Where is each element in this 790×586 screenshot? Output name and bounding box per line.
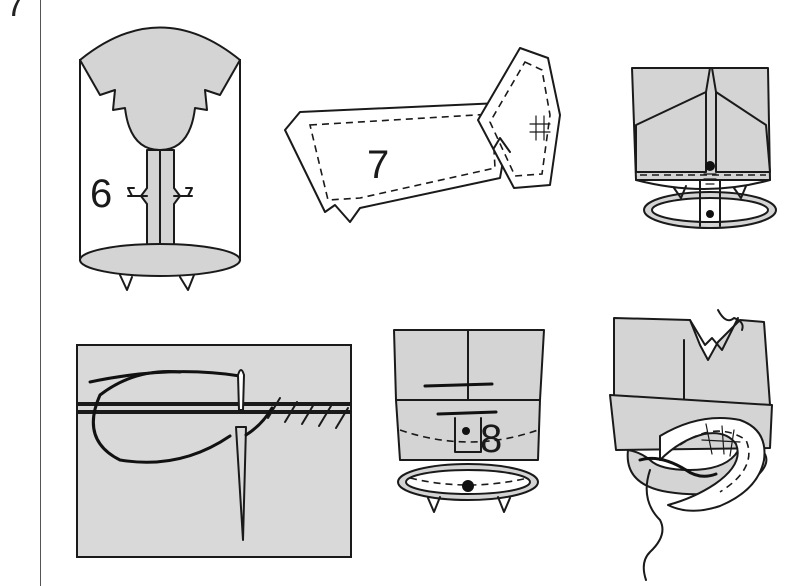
figure-cuff-attached: 8 — [394, 330, 544, 512]
figure-cuff-finishing — [610, 310, 772, 580]
label-6: 6 — [90, 172, 112, 216]
figure-hand-stitch — [77, 345, 351, 557]
label-7: 7 — [367, 143, 389, 187]
label-8: 8 — [480, 417, 502, 461]
figure-sleeve-vent: 6 — [80, 28, 240, 291]
figure-sleeve-pleats — [632, 68, 776, 228]
figure-cuff-piece: 7 — [285, 48, 560, 222]
